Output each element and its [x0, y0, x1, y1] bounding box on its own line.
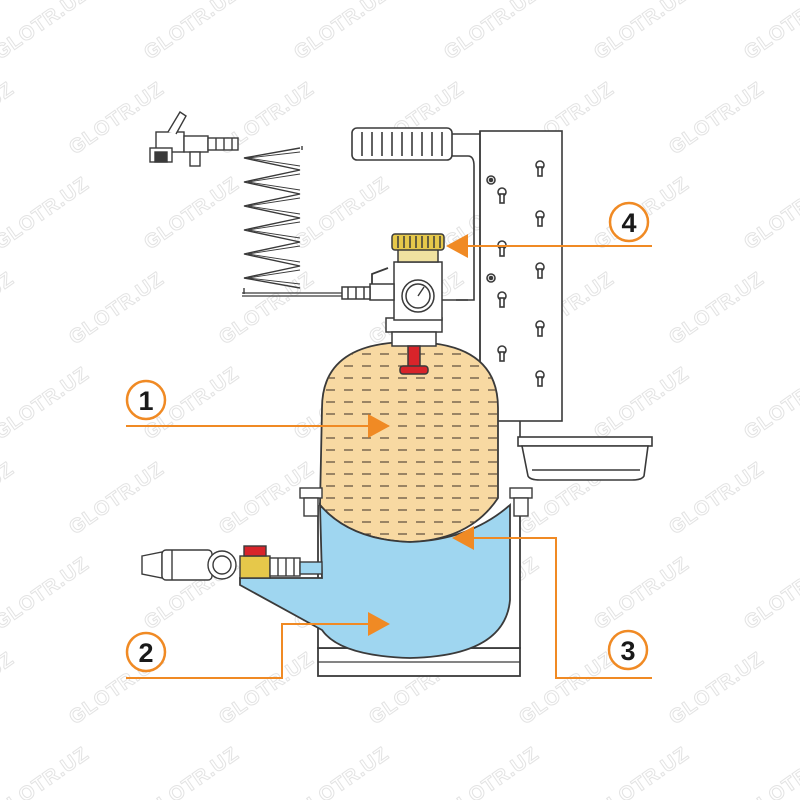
clamp-bolt-left — [299, 487, 323, 517]
pressure-regulator — [242, 233, 468, 375]
watermark-text: GLOTR.UZ — [140, 0, 243, 64]
watermark-text: GLOTR.UZ — [665, 458, 768, 539]
watermark-text: GLOTR.UZ — [65, 78, 168, 159]
drip-tray — [517, 421, 653, 481]
watermark-text: GLOTR.UZ — [140, 743, 243, 800]
watermark-text: GLOTR.UZ — [0, 268, 18, 349]
beer-tap — [149, 111, 239, 167]
watermark-text: GLOTR.UZ — [65, 458, 168, 539]
watermark-text: GLOTR.UZ — [665, 648, 768, 729]
callout-3-label: 3 — [620, 636, 635, 666]
watermark-text: GLOTR.UZ — [65, 268, 168, 349]
keyhole-slots — [497, 160, 545, 387]
water-chamber — [239, 502, 511, 659]
wall-bracket — [351, 127, 653, 481]
watermark-text: GLOTR.UZ — [0, 458, 18, 539]
callout-4: 4 — [608, 201, 650, 243]
callout-4-label: 4 — [621, 208, 636, 238]
regulator-knob — [391, 233, 445, 251]
watermark-text: GLOTR.UZ — [0, 173, 93, 254]
watermark-text: GLOTR.UZ — [290, 173, 393, 254]
watermark-text: GLOTR.UZ — [440, 743, 543, 800]
water-inlet — [141, 545, 323, 581]
callout-2-label: 2 — [138, 638, 153, 668]
callout-1: 1 — [125, 379, 167, 421]
watermark-text: GLOTR.UZ — [740, 743, 800, 800]
watermark-text: GLOTR.UZ — [0, 743, 93, 800]
arrow-2-icon — [368, 612, 390, 636]
watermark-text: GLOTR.UZ — [0, 553, 93, 634]
leader-line-3 — [470, 537, 652, 679]
watermark-text: GLOTR.UZ — [515, 648, 618, 729]
watermark-text: GLOTR.UZ — [590, 553, 693, 634]
watermark-text: GLOTR.UZ — [590, 0, 693, 64]
watermark-text: GLOTR.UZ — [140, 173, 243, 254]
watermark-text: GLOTR.UZ — [740, 0, 800, 64]
watermark-text: GLOTR.UZ — [290, 743, 393, 800]
clamp-bolt-right — [509, 487, 533, 517]
carry-handle — [351, 127, 480, 301]
watermark-text: GLOTR.UZ — [0, 78, 18, 159]
coiled-hose — [243, 146, 303, 294]
tank — [239, 341, 533, 677]
callout-arrowheads — [368, 234, 474, 636]
callout-1-label: 1 — [138, 386, 153, 416]
watermark-text: GLOTR.UZ — [590, 363, 693, 444]
arrow-3-icon — [452, 526, 474, 550]
callout-3: 3 — [607, 629, 649, 671]
arrow-1-icon — [368, 414, 390, 438]
watermark-text: GLOTR.UZ — [0, 648, 18, 729]
callout-2: 2 — [125, 631, 167, 673]
watermark-text: GLOTR.UZ — [0, 363, 93, 444]
watermark-text: GLOTR.UZ — [665, 268, 768, 349]
watermark-text: GLOTR.UZ — [290, 0, 393, 64]
watermark-text: GLOTR.UZ — [740, 173, 800, 254]
watermark-text: GLOTR.UZ — [0, 0, 93, 64]
watermark-text: GLOTR.UZ — [215, 648, 318, 729]
watermark-text: GLOTR.UZ — [590, 743, 693, 800]
watermark-text: GLOTR.UZ — [740, 363, 800, 444]
watermark-text: GLOTR.UZ — [665, 78, 768, 159]
watermark-text: GLOTR.UZ — [440, 0, 543, 64]
callout-lines — [126, 245, 652, 679]
arrow-4-icon — [446, 234, 468, 258]
leader-line-2 — [126, 623, 368, 679]
watermark-text: GLOTR.UZ — [740, 553, 800, 634]
